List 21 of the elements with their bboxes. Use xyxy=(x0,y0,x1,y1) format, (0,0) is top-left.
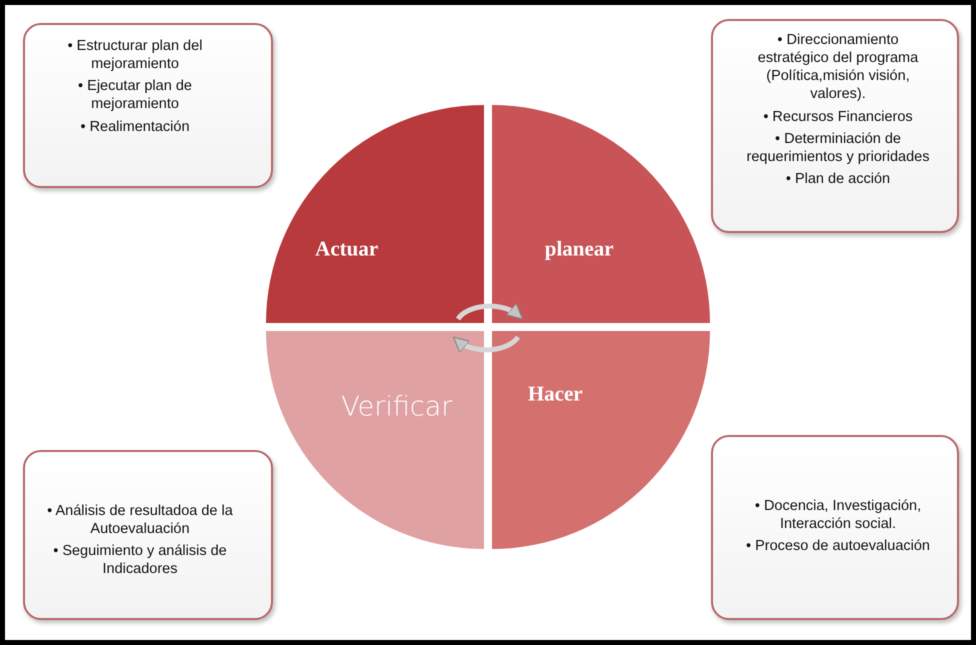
bullet-text: • Análisis de resultadoa de la Autoevaluación xyxy=(46,502,234,538)
quadrant-label: planear xyxy=(544,236,614,262)
bullet-text: • Recursos Financieros xyxy=(762,108,914,126)
bullet-text: • Proceso de autoevaluación xyxy=(744,537,932,556)
note-card xyxy=(711,19,959,233)
note-card xyxy=(711,435,959,620)
bullet-text: • Ejecutar plan de mejoramiento xyxy=(77,77,193,114)
bullet-text: • Estructurar plan del mejoramiento xyxy=(66,37,204,74)
note-card xyxy=(23,23,273,188)
note-card xyxy=(23,450,273,620)
bullet-text: • Realimentación xyxy=(79,118,191,136)
bullet-text: • Seguimiento y análisis de Indicadores xyxy=(52,542,228,578)
quadrant-label: Hacer xyxy=(528,382,583,407)
quadrant-label: Verificar xyxy=(341,392,452,423)
bullet-text: • Determiniación de requerimientos y prioridades xyxy=(746,130,930,166)
curved-arrow xyxy=(452,335,520,354)
curved-arrow xyxy=(456,302,524,321)
quadrant-label: Actuar xyxy=(315,236,378,262)
bullet-text: • Direccionamiento estratégico del programa (Política,misión visión, valores). xyxy=(756,31,920,104)
bullet-text: • Docencia, Investigación, Interacción social. xyxy=(754,497,922,534)
bullet-text: • Plan de acción xyxy=(784,170,892,188)
